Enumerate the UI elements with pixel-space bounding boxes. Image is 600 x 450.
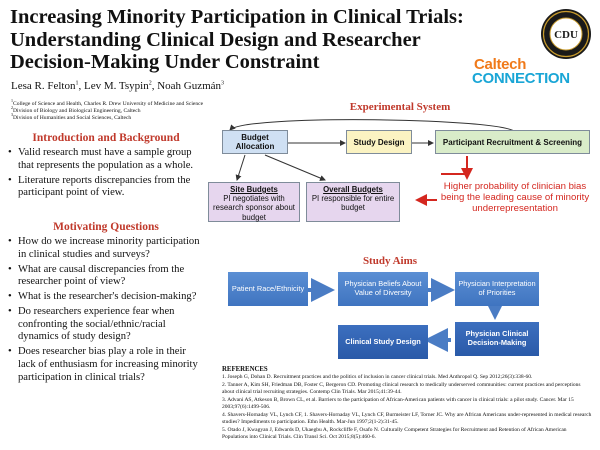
motivating-bullets: How do we increase minority participatio…	[6, 236, 202, 386]
site-budgets-text: PI negotiates with research sponsor abou…	[213, 194, 295, 222]
caltech-logo: Caltech	[474, 56, 527, 73]
motivating-heading: Motivating Questions	[53, 221, 159, 233]
reference-item: 1. Joseph G, Dohan D. Recruitment practi…	[222, 374, 533, 380]
aim-interpretation-box: Physician Interpretation of Priorities	[455, 272, 539, 306]
reference-item: 3. Advani AS, Atkeson B, Brown CL, et al…	[222, 397, 574, 410]
intro-heading: Introduction and Background	[32, 132, 180, 144]
reference-item: 4. Shavers-Hornaday VL, Lynch CF, 1. Sha…	[222, 412, 592, 425]
budget-allocation-box: Budget Allocation	[222, 130, 288, 154]
connection-logo: CONNECTION	[472, 70, 570, 87]
motivating-bullet: Does researcher bias play a role in thei…	[6, 346, 202, 384]
experimental-arrows	[229, 119, 516, 206]
feedback-arrow	[229, 119, 516, 133]
title-line-2: Understanding Clinical Design and Resear…	[10, 28, 421, 51]
aim-decision-box: Physician Clinical Decision-Making	[455, 322, 539, 356]
aims-arrows	[308, 278, 507, 352]
reference-item: 2. Tanner A, Kim SH, Friedman DB, Foster…	[222, 382, 581, 395]
aim-patient-box: Patient Race/Ethnicity	[228, 272, 308, 306]
author-2-affil: 2	[148, 80, 152, 87]
author-list: Lesa R. Felton1, Lev M. Tsypin2, Noah Gu…	[11, 80, 224, 92]
cdu-seal-text: CDU	[554, 29, 578, 41]
title-line-3: Decision-Making Under Constraint	[10, 51, 320, 73]
aim-design-box: Clinical Study Design	[338, 325, 428, 359]
arrow-to-overall	[264, 154, 326, 181]
author-1: Lesa R. Felton	[11, 80, 76, 92]
author-1-affil: 1	[75, 80, 79, 87]
intro-bullet: Valid research must have a sample group …	[6, 147, 202, 172]
arrow-to-site	[235, 154, 246, 181]
aim-beliefs-box: Physician Beliefs About Value of Diversi…	[338, 272, 428, 306]
higher-probability-note: Higher probability of clinician bias bei…	[440, 181, 590, 214]
cdu-seal-logo: CDU	[541, 9, 591, 59]
intro-bullet: Literature reports discrepancies from th…	[6, 175, 202, 200]
reference-item: 5. Otado J, Kwagyan J, Edwards D, Ukaegb…	[222, 427, 567, 440]
site-budgets-box: Site Budgets PI negotiates with research…	[208, 182, 300, 222]
study-design-box: Study Design	[346, 130, 412, 154]
experimental-heading: Experimental System	[349, 101, 451, 113]
author-3-affil: 3	[221, 80, 225, 87]
author-separator: ,	[78, 80, 84, 92]
author-separator: ,	[151, 80, 158, 92]
overall-budgets-text: PI responsible for entire budget	[311, 194, 395, 213]
author-2: Lev M. Tsypin	[83, 80, 149, 92]
overall-budgets-box: Overall Budgets PI responsible for entir…	[306, 182, 400, 222]
motivating-bullet: What is the researcher's decision-making…	[6, 291, 202, 304]
author-3: Noah Guzmán	[157, 80, 222, 92]
affiliation-2: 2Division of Biology and Biological Engi…	[11, 105, 141, 114]
participant-recruitment-box: Participant Recruitment & Screening	[435, 130, 590, 154]
motivating-bullet: Do researchers experience fear when conf…	[6, 306, 202, 344]
motivating-bullet: How do we increase minority participatio…	[6, 236, 202, 261]
site-budgets-title: Site Budgets	[230, 185, 278, 194]
intro-bullets: Valid research must have a sample group …	[6, 147, 202, 202]
poster-title: Increasing Minority Participation in Cli…	[10, 6, 530, 74]
affiliation-3: 3Division of Humanities and Social Scien…	[11, 112, 132, 121]
study-aims-heading: Study Aims	[362, 255, 418, 267]
title-line-1: Increasing Minority Participation in Cli…	[10, 6, 464, 28]
affiliation-1: 1College of Science and Health, Charles …	[11, 98, 204, 107]
references-heading: REFERENCES	[222, 366, 268, 373]
motivating-bullet: What are causal discrepancies from the r…	[6, 264, 202, 289]
overall-budgets-title: Overall Budgets	[323, 185, 383, 194]
